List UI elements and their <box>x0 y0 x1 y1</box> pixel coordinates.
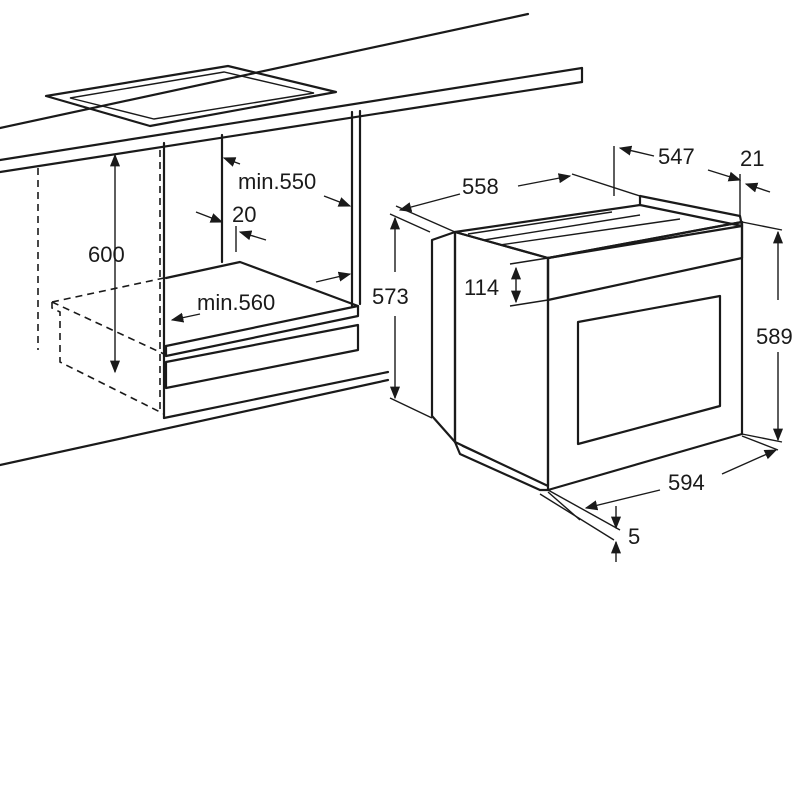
dim-114-extension-bottom <box>509 299 549 307</box>
gap-20-arrow-left <box>195 211 224 223</box>
height-600-label: 600 <box>88 242 125 267</box>
oven-top-front <box>453 203 744 260</box>
neighbour-cabinet-back <box>51 302 165 415</box>
dim-21-label: 21 <box>740 146 764 171</box>
dim-573-extension-bottom <box>389 397 433 419</box>
hob-outer <box>44 64 338 128</box>
min-560-label: min.560 <box>197 290 275 315</box>
oven-back-panel <box>430 230 457 444</box>
dim-5-label: 5 <box>628 524 640 549</box>
neighbour-cabinet-top <box>51 277 165 303</box>
dim-558-arrow-right <box>517 173 572 187</box>
oven-body <box>430 194 744 492</box>
dim-21-arrow <box>744 182 771 193</box>
oven-bottom-runner-inner <box>461 445 541 483</box>
dim-558-label: 558 <box>462 174 499 199</box>
cabinet-plinth <box>164 323 360 390</box>
dim-5-extension-top <box>547 489 621 531</box>
dim-594-extension-right <box>741 435 779 451</box>
oven-control-panel <box>546 220 744 302</box>
dim-547-label: 547 <box>658 144 695 169</box>
worktop-lower-edge <box>0 80 584 174</box>
dim-114-label: 114 <box>464 275 499 300</box>
dim-558-arrow-left <box>398 193 461 212</box>
min-550-arrow-front <box>222 157 241 167</box>
worktop-front-edge <box>0 66 584 162</box>
cabinet-dimensions: 600 min.550 20 min.560 <box>88 153 352 374</box>
dim-589-extension-top <box>741 221 783 231</box>
min-560-arrow-left <box>170 312 201 323</box>
dim-547-arrow-right <box>707 169 742 182</box>
min-550-label: min.550 <box>238 169 316 194</box>
oven-top-rear <box>638 194 744 228</box>
cabinet-shelf-front <box>164 304 360 358</box>
oven-side-panel <box>453 230 550 488</box>
min-560-arrow-right <box>315 271 352 283</box>
dim-573-label: 573 <box>372 284 409 309</box>
oven-top-inner <box>467 211 681 246</box>
floor-line <box>0 378 390 467</box>
gap-20-label: 20 <box>232 202 256 227</box>
cabinet-shelf-top <box>164 260 360 348</box>
dim-558-extension-left <box>395 205 456 233</box>
oven-dimensions: 558 547 21 573 114 589 594 <box>372 144 793 562</box>
dim-594-arrow-left <box>584 489 661 511</box>
dim-558-extension-right <box>571 173 641 197</box>
dim-5-extension-bottom <box>539 493 615 541</box>
dim-547-arrow-left <box>618 145 655 157</box>
oven-bottom-runner <box>453 440 550 492</box>
dim-114-extension-top <box>509 257 549 265</box>
dim-589-label: 589 <box>756 324 793 349</box>
min-550-arrow-back <box>323 195 352 207</box>
dim-573-extension-top <box>389 213 431 233</box>
dim-594-label: 594 <box>668 470 705 495</box>
gap-20-arrow-right <box>238 230 267 241</box>
worktop-back-edge <box>0 12 530 130</box>
floor-line-lower <box>162 370 390 420</box>
dim-594-arrow-right <box>721 449 778 475</box>
kitchen-cabinet <box>0 12 584 467</box>
neighbour-cabinet-shelf <box>51 301 165 355</box>
oven-door-window <box>576 294 722 446</box>
hob-inner <box>69 71 315 120</box>
